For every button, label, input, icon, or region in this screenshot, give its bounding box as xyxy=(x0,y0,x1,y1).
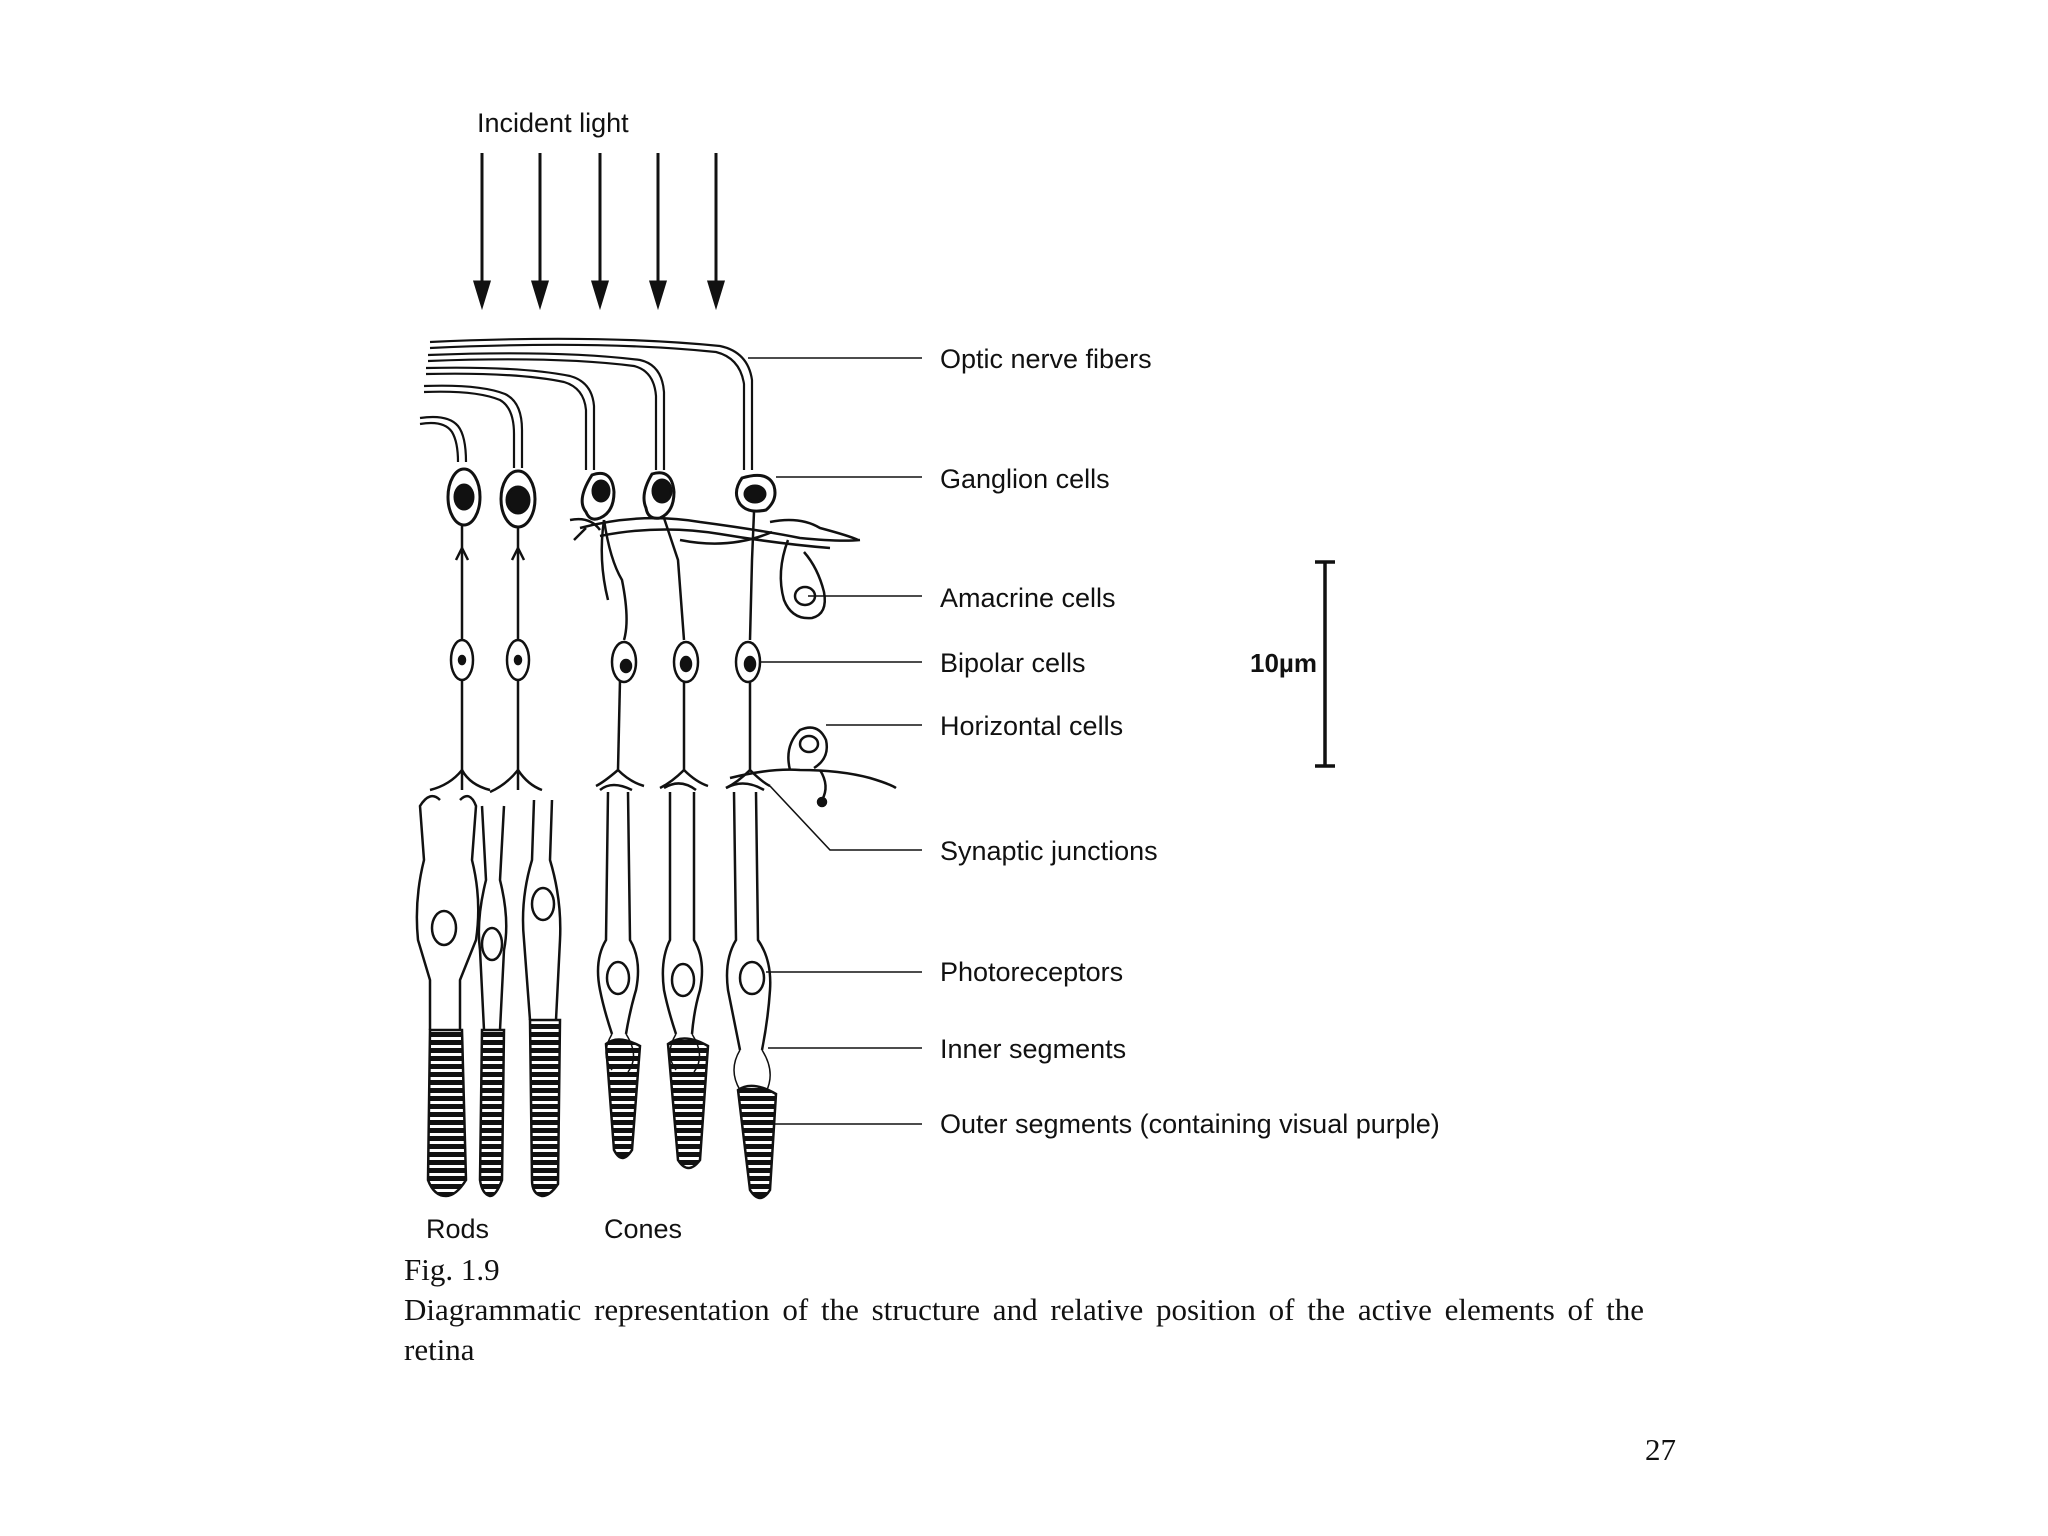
ganglion-cell xyxy=(642,471,676,520)
figure-number: Fig. 1.9 xyxy=(404,1252,500,1287)
cones-label: Cones xyxy=(604,1214,682,1244)
cone xyxy=(596,783,642,1160)
label-outer-segments: Outer segments (containing visual purple… xyxy=(940,1109,1440,1139)
scale-bar-label: 10µm xyxy=(1250,648,1317,678)
ganglion-cell xyxy=(446,467,482,527)
incident-light-arrows xyxy=(472,153,726,311)
ganglion-cell xyxy=(735,473,777,513)
label-horizontal-cells: Horizontal cells xyxy=(940,711,1123,741)
ganglion-cells xyxy=(446,467,777,529)
figure-caption: Fig. 1.9 Diagrammatic representation of … xyxy=(404,1250,1644,1370)
optic-nerve-fibers xyxy=(419,337,754,470)
rod xyxy=(521,799,562,1198)
ganglion-cell xyxy=(499,469,537,529)
cones xyxy=(596,782,778,1200)
label-optic-nerve-fibers: Optic nerve fibers xyxy=(940,344,1152,374)
rods xyxy=(415,794,562,1198)
leader-synaptic-junctions xyxy=(769,785,922,851)
structure-labels: Optic nerve fibers Ganglion cells Amacri… xyxy=(940,344,1440,1139)
ganglion-cell xyxy=(580,471,616,521)
scale-bar xyxy=(1315,560,1335,768)
light-arrow xyxy=(472,153,492,311)
cone xyxy=(661,782,710,1170)
light-arrow xyxy=(706,153,726,311)
label-ganglion-cells: Ganglion cells xyxy=(940,464,1110,494)
amacrine-cell xyxy=(569,516,861,620)
leader-lines xyxy=(748,357,922,1125)
label-bipolar-cells: Bipolar cells xyxy=(940,648,1086,678)
label-synaptic-junctions: Synaptic junctions xyxy=(940,836,1158,866)
light-arrow xyxy=(648,153,668,311)
bipolar-cells xyxy=(429,511,771,794)
light-arrow xyxy=(530,153,550,311)
label-photoreceptors: Photoreceptors xyxy=(940,957,1123,987)
cone xyxy=(725,782,778,1200)
horizontal-cell xyxy=(729,726,897,808)
light-arrow xyxy=(590,153,610,311)
incident-light-label: Incident light xyxy=(477,108,629,138)
page-number: 27 xyxy=(1645,1432,1676,1467)
figure-caption-text: Diagrammatic representation of the struc… xyxy=(404,1292,1644,1367)
label-inner-segments: Inner segments xyxy=(940,1034,1126,1064)
label-amacrine-cells: Amacrine cells xyxy=(940,583,1116,613)
rod xyxy=(415,794,480,1198)
rod xyxy=(477,805,508,1198)
rods-label: Rods xyxy=(426,1214,489,1244)
